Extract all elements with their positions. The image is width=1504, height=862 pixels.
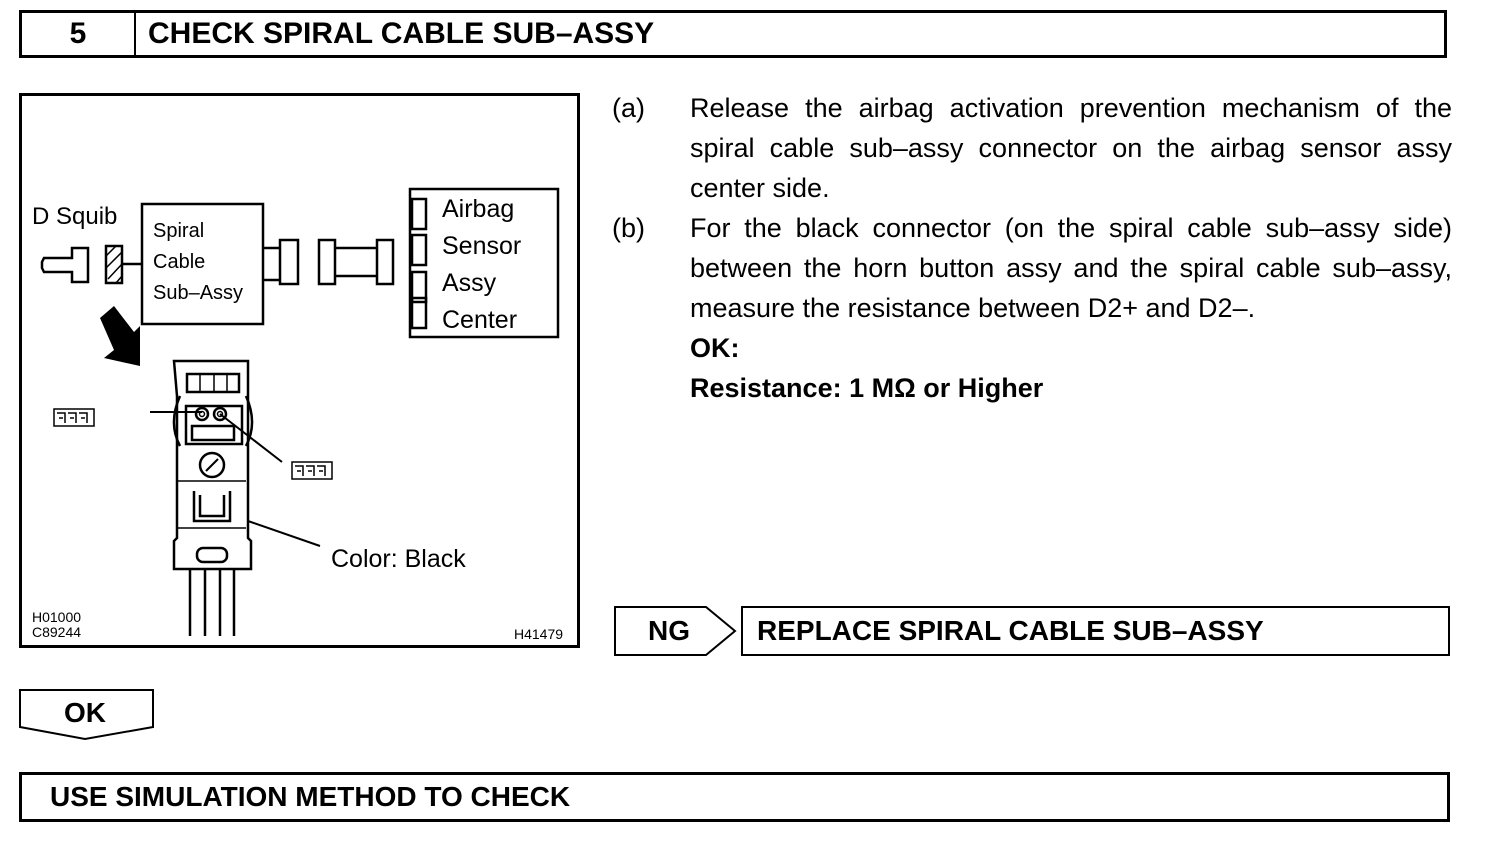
step-number: 5 bbox=[22, 13, 136, 55]
terminal-marker-left bbox=[53, 408, 95, 427]
squib-plug bbox=[40, 246, 90, 284]
wiring-figure: D Squib Spiral Cable Sub–Assy Airbag Sen… bbox=[19, 93, 580, 648]
ok-arrow-shape bbox=[19, 689, 154, 741]
color-label: Color: Black bbox=[331, 545, 466, 573]
final-step: USE SIMULATION METHOD TO CHECK bbox=[19, 772, 1450, 822]
step-header: 5 CHECK SPIRAL CABLE SUB–ASSY bbox=[19, 10, 1447, 58]
arrow-indicator bbox=[100, 306, 140, 366]
spiral-cable-box bbox=[140, 202, 265, 326]
instruction-b: (b) For the black connector (on the spir… bbox=[612, 208, 1452, 328]
spiral-cable-label-3: Sub–Assy bbox=[153, 282, 243, 304]
airbag-sensor-label-3: Assy bbox=[442, 269, 497, 297]
spiral-cable-label-1: Spiral bbox=[153, 220, 204, 242]
instruction-a-label: (a) bbox=[612, 93, 645, 123]
airbag-sensor-label-2: Sensor bbox=[442, 232, 521, 260]
resistance-spec: Resistance: 1 MΩ or Higher bbox=[690, 373, 1044, 403]
ng-label: NG bbox=[648, 615, 690, 646]
connector-diagram: D Squib Spiral Cable Sub–Assy Airbag Sen… bbox=[32, 187, 563, 642]
airbag-sensor-label-1: Airbag bbox=[442, 195, 514, 223]
black-connector bbox=[172, 359, 253, 571]
ng-branch: NG bbox=[614, 606, 738, 656]
ng-arrow-shape bbox=[614, 606, 737, 656]
ok-criteria-label: OK: bbox=[690, 333, 740, 363]
ng-action: REPLACE SPIRAL CABLE SUB–ASSY bbox=[741, 606, 1450, 656]
airbag-sensor-box bbox=[408, 187, 560, 339]
d-squib-label: D Squib bbox=[32, 203, 117, 230]
figure-code-right: H41479 bbox=[514, 626, 563, 642]
terminal-marker-right bbox=[291, 461, 333, 480]
figure-code-left-2: C89244 bbox=[32, 624, 81, 640]
instructions: (a) Release the airbag activation preven… bbox=[612, 88, 1452, 408]
instruction-b-label: (b) bbox=[612, 213, 645, 243]
connector-2 bbox=[317, 238, 337, 286]
ok-label: OK bbox=[64, 697, 106, 728]
instruction-a: (a) Release the airbag activation preven… bbox=[612, 88, 1452, 208]
step-title: CHECK SPIRAL CABLE SUB–ASSY bbox=[148, 17, 655, 50]
connector-3 bbox=[375, 238, 395, 286]
ok-branch: OK bbox=[19, 689, 155, 741]
instruction-a-text: Release the airbag activation prevention… bbox=[690, 93, 1452, 203]
instruction-b-text: For the black connector (on the spiral c… bbox=[690, 213, 1452, 323]
figure-code-left-1: H01000 bbox=[32, 609, 81, 625]
airbag-sensor-label-4: Center bbox=[442, 306, 517, 334]
hatched-connector bbox=[104, 244, 124, 285]
connector-1 bbox=[278, 238, 300, 286]
spiral-cable-label-2: Cable bbox=[153, 251, 205, 273]
